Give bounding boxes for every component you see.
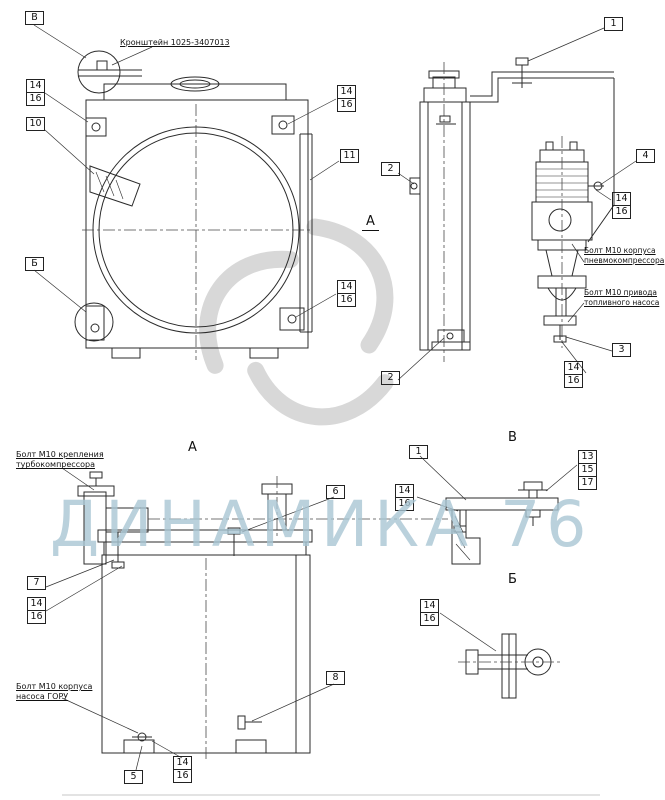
callout-n1-top: 1 [604, 17, 623, 31]
callout-n2-upper: 2 [381, 162, 400, 176]
callout-number: 2 [381, 162, 400, 176]
callout-number: 7 [27, 576, 46, 590]
b-detail-circle [74, 302, 114, 342]
section-arrow-label-a: А [362, 214, 379, 231]
callout-number: В [25, 11, 44, 25]
callout-n4: 4 [636, 149, 655, 163]
bolt-6 [227, 527, 241, 535]
callout-number: 8 [326, 671, 345, 685]
turbo-bracket [77, 471, 448, 569]
bolt-4 [593, 181, 603, 191]
callout-n10: 10 [26, 117, 45, 131]
callout-number: 11 [340, 149, 359, 163]
callout-number: 14 [612, 192, 631, 206]
leader-lines [33, 24, 637, 771]
callout-number: 6 [326, 485, 345, 499]
bolt-3 [553, 335, 567, 343]
view-title-a: А [188, 440, 197, 455]
callout-number: 14 [337, 85, 356, 99]
callout-n8: 8 [326, 671, 345, 685]
callout-number: 4 [636, 149, 655, 163]
annotation-bracket-part-number: Кронштейн 1025-3407013 [120, 38, 230, 47]
callout-number: 16 [420, 612, 439, 626]
callout-number: 14 [27, 597, 46, 611]
side-view-drawing [409, 57, 615, 362]
callout-number: 16 [337, 98, 356, 112]
callout-number: 14 [337, 280, 356, 294]
callout-number: 1 [409, 445, 428, 459]
bolt-7 [111, 561, 125, 569]
front-view-drawing [74, 50, 313, 360]
callout-number: 5 [124, 770, 143, 784]
bracket-detail-circle [77, 50, 121, 94]
detail-v-drawing [445, 481, 559, 565]
rear-view-drawing [77, 471, 448, 762]
callout-number: 14 [173, 756, 192, 770]
callout-v-flag: В [25, 11, 44, 25]
callout-number: 16 [395, 497, 414, 511]
callout-number: 14 [26, 79, 45, 93]
callout-number: 2 [381, 371, 400, 385]
annotation-fuel-pump-bolt: Болт М10 привода топливного насоса [584, 288, 660, 307]
callout-number: 16 [337, 293, 356, 307]
callout-n11: 11 [340, 149, 359, 163]
callout-number: 14 [420, 599, 439, 613]
callout-number: 16 [27, 610, 46, 624]
bolt-1 [515, 57, 529, 66]
callout-n6: 6 [326, 485, 345, 499]
callout-number: 16 [173, 769, 192, 783]
deflector-flap [89, 165, 141, 207]
callout-n5: 5 [124, 770, 143, 784]
callout-number: 16 [612, 205, 631, 219]
detail-b-drawing [458, 633, 562, 699]
bolt-8 [237, 715, 246, 730]
callout-n1-mid: 1 [409, 445, 428, 459]
callout-number: 16 [26, 92, 45, 106]
callout-n2-lower: 2 [381, 371, 400, 385]
callout-number: 3 [612, 343, 631, 357]
callout-number: 15 [578, 463, 597, 477]
callout-number: 17 [578, 476, 597, 490]
callout-number: 10 [26, 117, 45, 131]
view-title-v: В [508, 430, 517, 445]
annotation-pneumo-bolt: Болт М10 корпуса пневмокомпрессора [584, 246, 665, 265]
callout-n7: 7 [27, 576, 46, 590]
callout-number: Б [25, 257, 44, 271]
callout-number: 1 [604, 17, 623, 31]
callout-number: 16 [564, 374, 583, 388]
callout-number: 14 [564, 361, 583, 375]
annotation-turbo-bolt: Болт М10 крепления турбокомпрессора [16, 450, 104, 470]
callout-b-flag: Б [25, 257, 44, 271]
callout-number: 14 [395, 484, 414, 498]
bolt-13 [523, 481, 543, 491]
pneumocompressor [531, 136, 593, 348]
view-title-b: Б [508, 572, 517, 587]
callout-n3: 3 [612, 343, 631, 357]
annotation-goru-bolt: Болт М10 корпуса насоса ГОРУ [16, 682, 93, 702]
callout-number: 13 [578, 450, 597, 464]
